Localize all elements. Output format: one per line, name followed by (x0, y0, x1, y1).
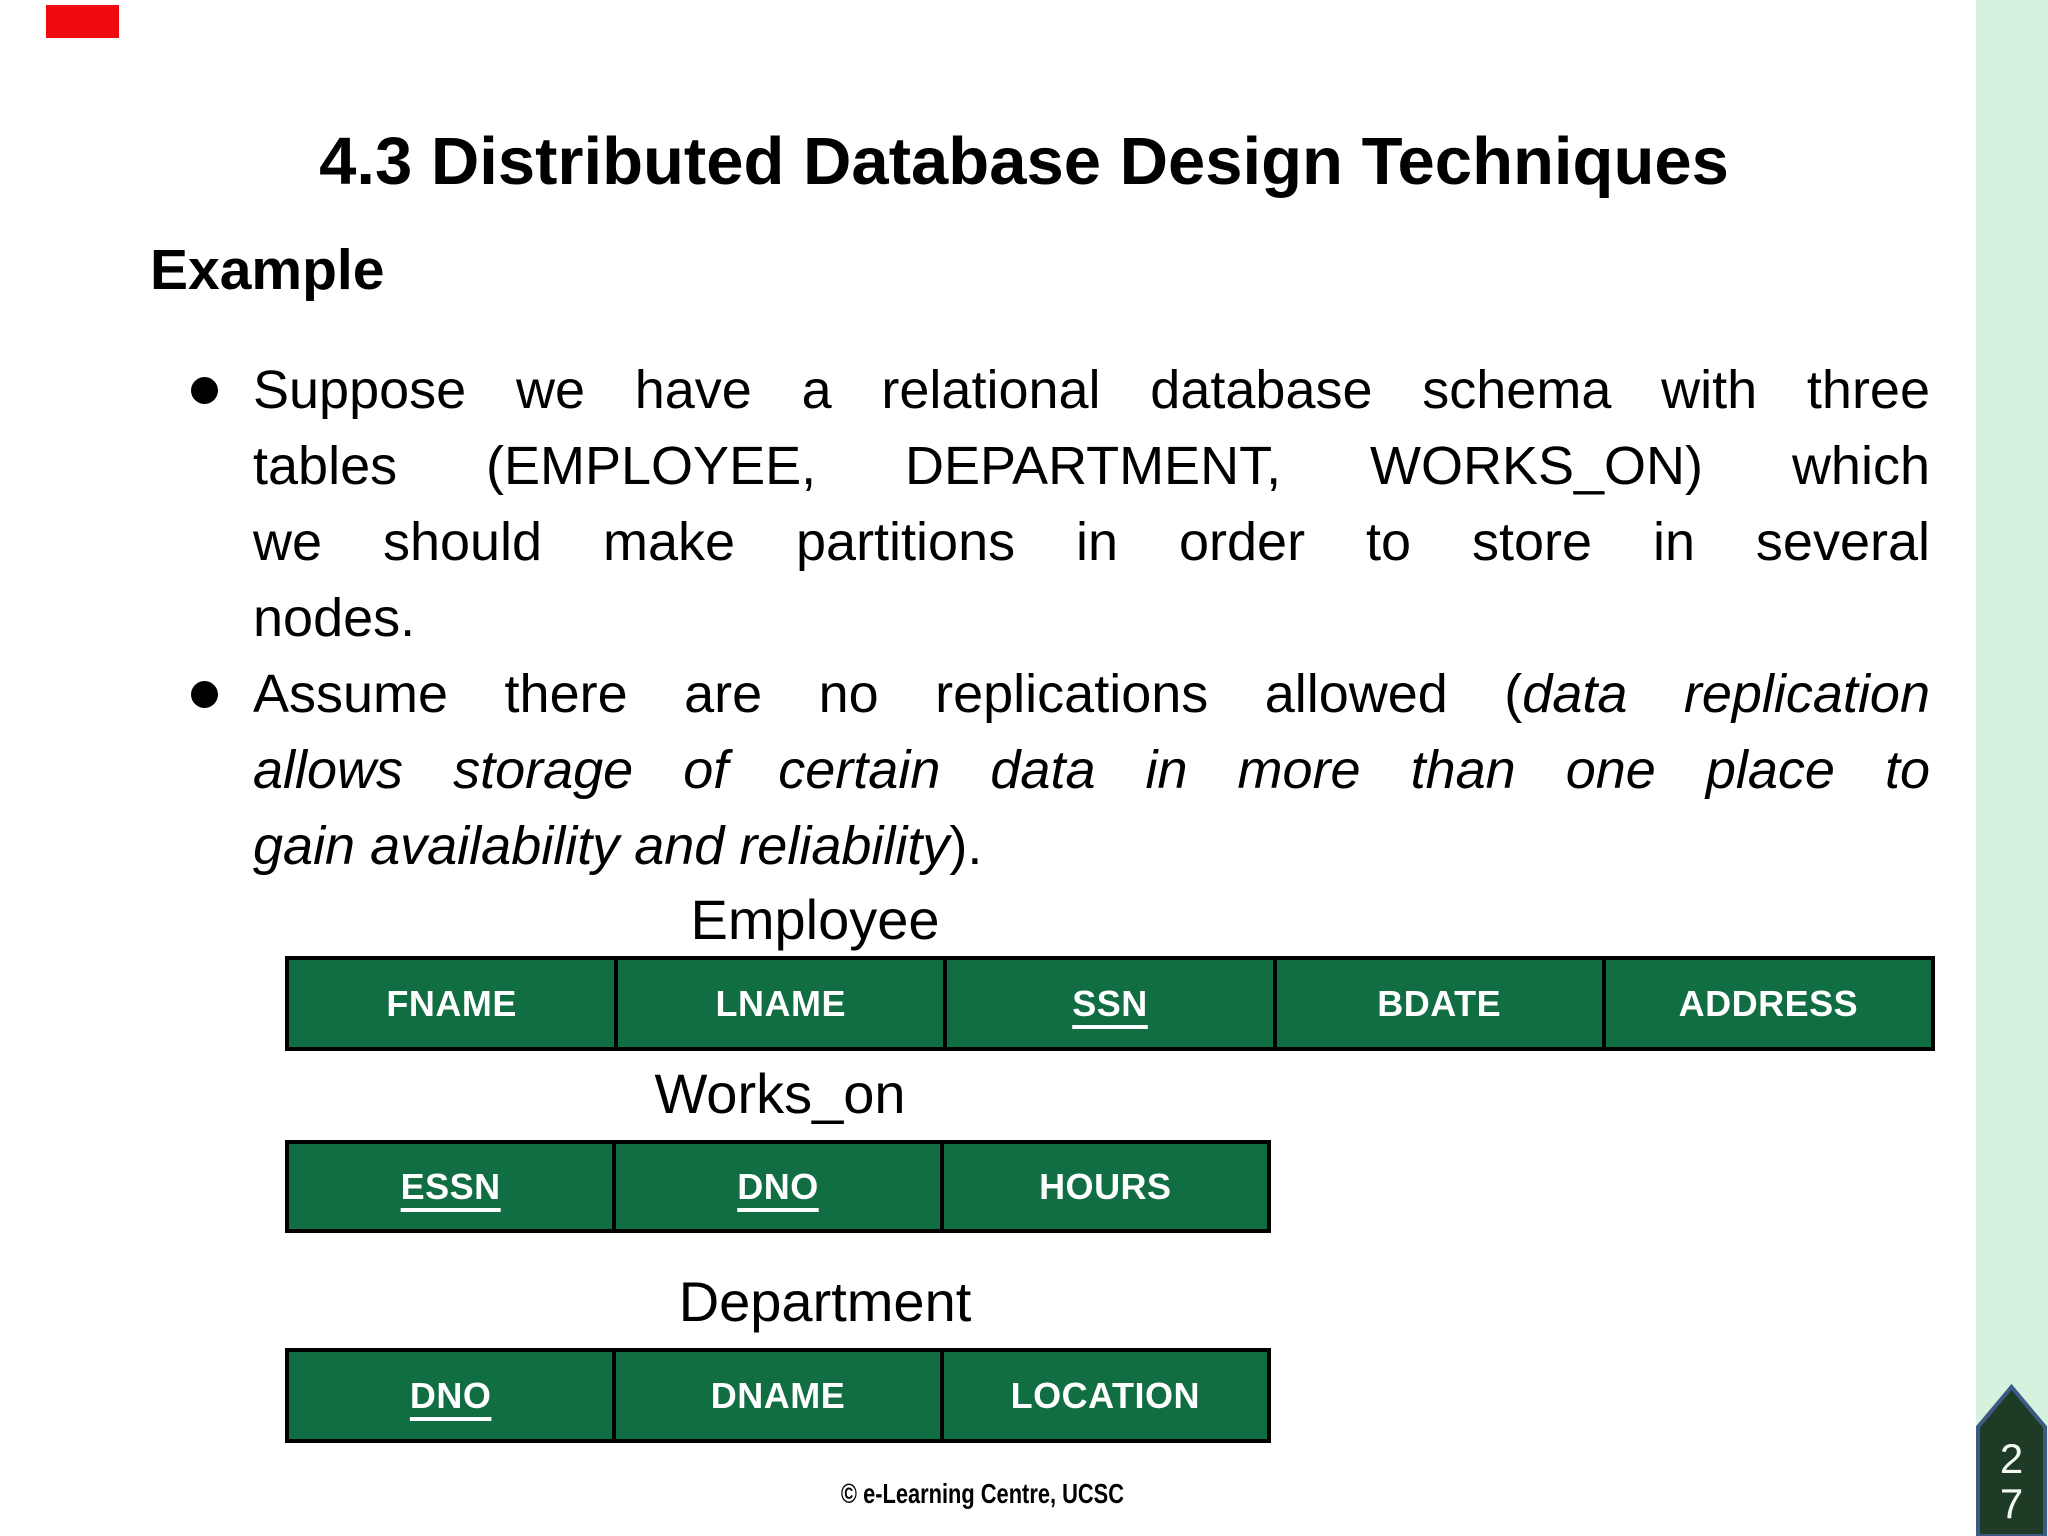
pentagon-shape (1976, 1383, 2047, 1536)
bullet2-line1-italic: data replication (1522, 664, 1930, 724)
bullet-list: Suppose we have a relational database sc… (185, 352, 1930, 884)
page-number-marker: 2 7 (1975, 1383, 2048, 1536)
page-title: 4.3 Distributed Database Design Techniqu… (319, 124, 1729, 199)
column-header: DNAME (710, 1374, 846, 1416)
column-header: BDATE (1377, 982, 1502, 1024)
bullet1-line2: tables (EMPLOYEE, DEPARTMENT, WORKS_ON) … (253, 436, 1930, 496)
footer-copyright-text: © e-Learning Centre, UCSC (840, 1478, 1124, 1509)
table-cell: FNAME (289, 960, 619, 1047)
table-cell: BDATE (1276, 960, 1606, 1047)
bullet2-line1-normal: Assume there are no replications allowed… (253, 664, 1523, 724)
recording-indicator (46, 5, 119, 38)
column-header: HOURS (1039, 1165, 1172, 1207)
table-title-department: Department (678, 1270, 972, 1333)
sidebar-strip (1976, 0, 2048, 1536)
column-header: LNAME (715, 982, 847, 1024)
column-header: LOCATION (1010, 1374, 1200, 1416)
table-cell: DNAME (616, 1352, 944, 1439)
bullet2-line3-normal: ). (949, 816, 983, 876)
column-header: ADDRESS (1678, 982, 1859, 1024)
table-employee: FNAME LNAME SSN BDATE ADDRESS (285, 956, 1935, 1051)
column-header: FNAME (386, 982, 517, 1024)
table-cell: DNO (289, 1352, 617, 1439)
column-header-key: SSN (1072, 982, 1148, 1024)
table-cell: LOCATION (943, 1352, 1267, 1439)
footer-copyright: © e-Learning Centre, UCSC (0, 1478, 1964, 1510)
bullet1-line4: nodes. (253, 588, 416, 648)
bullet2-line2: allows storage of certain data in more t… (253, 740, 1930, 800)
page-number-top: 2 (2000, 1435, 2023, 1482)
table-cell: ADDRESS (1605, 960, 1932, 1047)
table-cell: SSN (947, 960, 1277, 1047)
table-works-on: ESSN DNO HOURS (285, 1140, 1271, 1233)
bullet-icon (191, 377, 218, 404)
column-header-key: DNO (409, 1374, 492, 1416)
table-cell: DNO (616, 1144, 944, 1229)
bullet2-line3-italic: gain availability and reliability (253, 816, 950, 876)
table-cell: HOURS (943, 1144, 1267, 1229)
page-number-bottom: 7 (2000, 1480, 2023, 1527)
table-title-works-on: Works_on (654, 1062, 906, 1125)
bullet2-line1: Assume there are no replications allowed… (253, 656, 1930, 732)
bullet-icon (191, 681, 218, 708)
table-cell: LNAME (618, 960, 948, 1047)
example-heading: Example (150, 238, 385, 302)
bullet1-line3: we should make partitions in order to st… (253, 512, 1930, 572)
column-header-key: DNO (737, 1165, 819, 1207)
bullet2-line3: gain availability and reliability). (253, 808, 1930, 884)
table-department: DNO DNAME LOCATION (285, 1348, 1271, 1443)
table-title-employee: Employee (690, 888, 940, 951)
column-header-key: ESSN (400, 1165, 501, 1207)
bullet1-line1: Suppose we have a relational database sc… (253, 360, 1930, 420)
table-cell: ESSN (289, 1144, 617, 1229)
